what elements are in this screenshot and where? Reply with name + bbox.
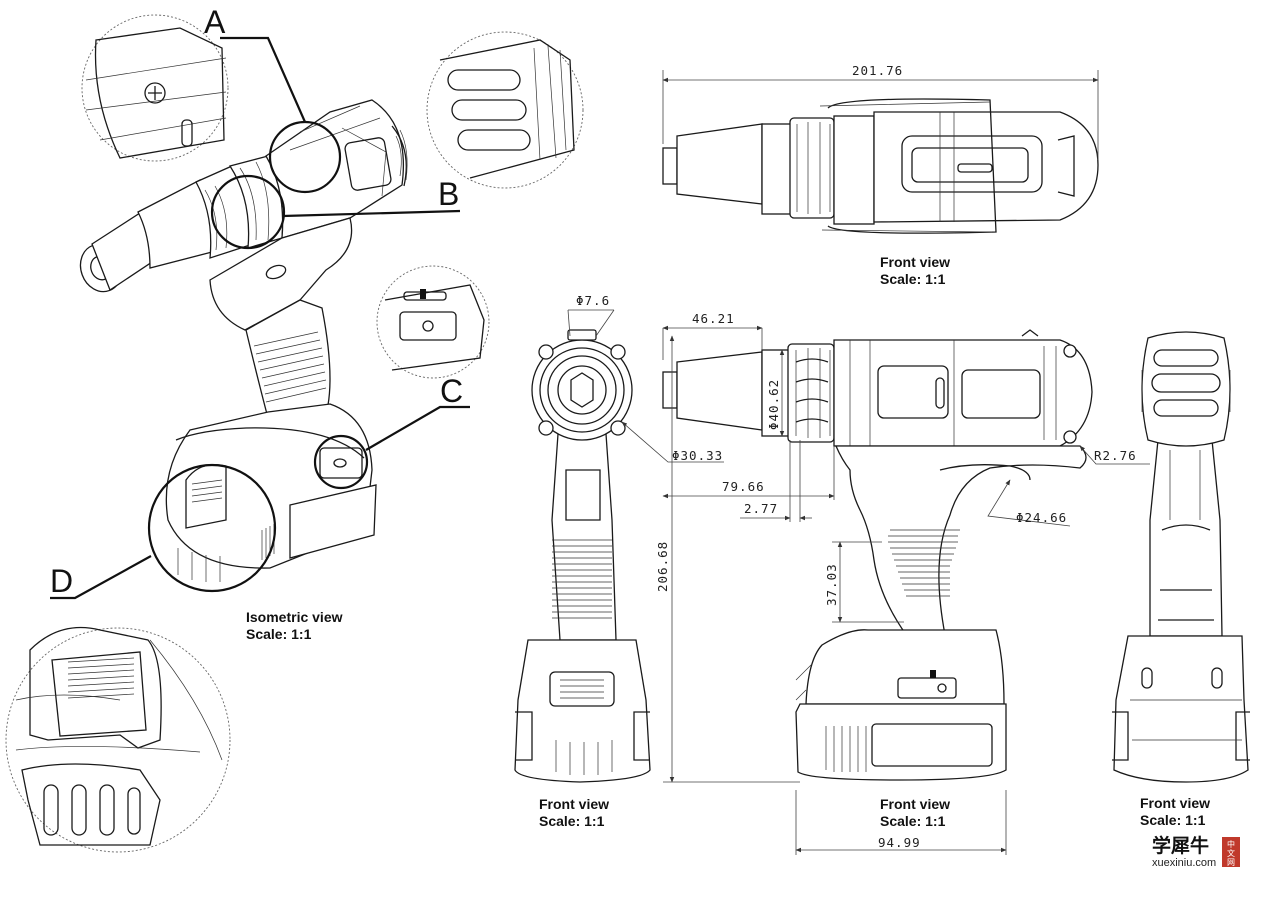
callout-b-label: B <box>438 176 459 212</box>
watermark: 学犀牛 xuexiniu.com 中 文 网 <box>1152 834 1240 869</box>
dim-chuck-dia-leader <box>621 421 724 463</box>
front-left-view-title: Front view <box>539 796 609 812</box>
detail-callouts <box>50 36 470 600</box>
dim-battery-width: 94.99 <box>878 835 921 850</box>
dim-chuck-dia: Φ30.33 <box>672 448 723 463</box>
callout-a-label: A <box>204 4 226 40</box>
front-left-view-scale: Scale: 1:1 <box>539 813 605 829</box>
watermark-url: xuexiniu.com <box>1152 857 1216 869</box>
dim-trigger-radius: Φ24.66 <box>1016 510 1067 525</box>
front-left-drill <box>514 329 651 783</box>
dim-small-gap: 2.77 <box>744 501 778 516</box>
side-view-title: Front view <box>880 796 950 812</box>
detail-a-bubble <box>81 14 229 162</box>
detail-c-bubble <box>376 265 490 379</box>
isometric-drill <box>79 99 408 582</box>
front-right-view-title: Front view <box>1140 795 1210 811</box>
isometric-view-title: Isometric view <box>246 609 343 625</box>
watermark-seal <box>1222 837 1240 867</box>
top-view-scale: Scale: 1:1 <box>880 271 946 287</box>
dim-overall-height: 206.68 <box>655 541 670 592</box>
dim-corner-radius: R2.76 <box>1094 448 1137 463</box>
callout-d-label: D <box>50 563 73 599</box>
front-right-drill <box>1112 331 1250 783</box>
dim-chuck-tip-leader <box>567 309 615 337</box>
dim-chuck-length: 46.21 <box>692 311 735 326</box>
isometric-view-scale: Scale: 1:1 <box>246 626 312 642</box>
detail-b-bubble <box>426 31 584 189</box>
dim-overall-length <box>662 70 1099 160</box>
callout-c-label: C <box>440 373 463 409</box>
detail-d-bubble <box>5 626 231 853</box>
watermark-brand: 学犀牛 <box>1152 834 1209 857</box>
dim-collar-dia: Φ40.62 <box>766 379 781 430</box>
top-view-drill <box>662 98 1099 234</box>
side-view-scale: Scale: 1:1 <box>880 813 946 829</box>
dim-handle-offset: 79.66 <box>722 479 765 494</box>
dim-overall-length-value: 201.76 <box>852 63 903 78</box>
side-view-drill <box>662 329 1093 781</box>
dim-grip-length: 37.03 <box>824 563 839 606</box>
front-right-view-scale: Scale: 1:1 <box>1140 812 1206 828</box>
watermark-seal-3: 网 <box>1227 858 1235 867</box>
watermark-seal-2: 文 <box>1227 848 1235 858</box>
dim-chuck-tip-dia: Φ7.6 <box>576 293 610 308</box>
side-view-dimensions <box>662 325 1150 855</box>
top-view-title: Front view <box>880 254 950 270</box>
watermark-seal-1: 中 <box>1227 839 1235 849</box>
